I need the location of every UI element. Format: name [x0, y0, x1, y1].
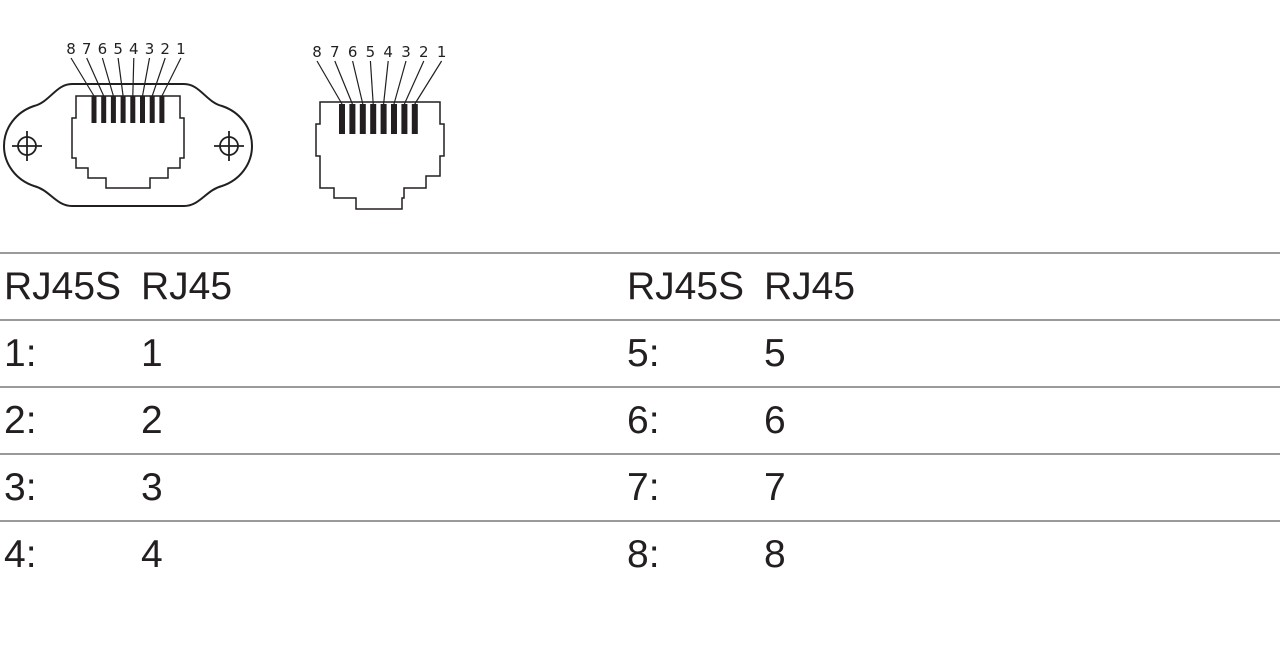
pin-leader-line — [132, 57, 135, 97]
pin-contact — [140, 96, 145, 123]
socket-flange-outline — [2, 83, 254, 207]
pin-contact — [339, 104, 345, 134]
pin-contact — [110, 96, 116, 123]
table-cell-left-jack-pin: 1 — [141, 332, 163, 375]
table-cell-right-socket-pin: 5: — [627, 332, 660, 375]
pin-number-label: 3 — [401, 43, 411, 61]
pin-leader-line — [151, 57, 166, 97]
pin-leader-line — [161, 57, 182, 97]
table-cell-right-socket-pin: 8: — [627, 533, 660, 576]
table-cell-right-socket-pin: 6: — [627, 399, 660, 442]
pin-contact — [359, 104, 366, 134]
pin-number-label: 5 — [366, 43, 376, 61]
pin-leader-line — [403, 60, 425, 105]
pin-contact — [130, 96, 136, 123]
pin-leader-line — [369, 60, 374, 105]
socket-pin-leaders — [70, 57, 182, 97]
pin-contact — [411, 104, 418, 134]
pin-leader-line — [316, 60, 343, 105]
pin-contact — [380, 104, 387, 134]
pin-number-label: 4 — [383, 43, 393, 61]
rj45-jack-diagram — [315, 101, 445, 210]
pin-leader-line — [86, 57, 105, 97]
pin-contact — [401, 104, 408, 134]
header-right-rj45s: RJ45S — [627, 265, 745, 308]
table-cell-left-jack-pin: 4 — [141, 533, 163, 576]
table-rule — [0, 453, 1280, 455]
pin-number-label: 4 — [129, 40, 139, 58]
table-cell-left-jack-pin: 3 — [141, 466, 163, 509]
pin-contact — [349, 104, 356, 134]
pin-contact — [120, 96, 126, 123]
header-left-rj45s: RJ45S — [4, 265, 122, 308]
table-cell-right-jack-pin: 8 — [764, 533, 786, 576]
pin-contact — [149, 96, 155, 123]
table-cell-right-socket-pin: 7: — [627, 466, 660, 509]
header-left-rj45: RJ45 — [141, 265, 233, 308]
pin-number-label: 6 — [98, 40, 108, 58]
header-right-rj45: RJ45 — [764, 265, 856, 308]
table-rule — [0, 319, 1280, 321]
pin-number-label: 5 — [113, 40, 123, 58]
table-rule — [0, 386, 1280, 388]
socket-port-outline — [71, 95, 185, 189]
pin-leader-line — [117, 57, 124, 97]
pin-number-label: 6 — [348, 43, 358, 61]
pin-leader-line — [383, 60, 389, 105]
pin-leader-line — [141, 57, 151, 97]
pin-leader-line — [414, 60, 443, 105]
pin-contact — [159, 96, 165, 123]
pin-number-label: 2 — [419, 43, 429, 61]
pin-leader-line — [334, 60, 353, 105]
pin-contact — [370, 104, 377, 134]
pin-number-label: 8 — [66, 40, 76, 58]
table-rule — [0, 520, 1280, 522]
table-cell-left-socket-pin: 3: — [4, 466, 37, 509]
jack-pin-leaders — [316, 60, 443, 105]
pin-number-label: 7 — [330, 43, 340, 61]
pinout-table: RJ45S RJ45 RJ45S RJ45 1: 1 5: 5 2: 2 6: … — [0, 252, 1280, 576]
pin-contact — [91, 96, 97, 123]
table-rule — [0, 252, 1280, 254]
table-cell-left-jack-pin: 2 — [141, 399, 163, 442]
pin-number-label: 7 — [82, 40, 92, 58]
pin-contact — [101, 96, 107, 123]
socket-pin-contacts — [91, 96, 165, 123]
jack-port-outline — [315, 101, 445, 210]
table-cell-left-socket-pin: 1: — [4, 332, 37, 375]
pin-leader-line — [393, 60, 407, 105]
table-cell-right-jack-pin: 6 — [764, 399, 786, 442]
pin-number-label: 1 — [176, 40, 186, 58]
pin-leader-line — [101, 57, 114, 97]
mounting-hole-left — [12, 131, 42, 161]
mounting-hole-right — [214, 131, 244, 161]
table-cell-right-jack-pin: 7 — [764, 466, 786, 509]
jack-pin-contacts — [339, 104, 418, 134]
pin-number-label: 2 — [160, 40, 170, 58]
pin-contact — [391, 104, 397, 134]
pin-leader-line — [70, 57, 95, 97]
rj45s-socket-diagram — [2, 83, 254, 207]
pin-leader-line — [352, 60, 364, 105]
table-cell-right-jack-pin: 5 — [764, 332, 786, 375]
table-cell-left-socket-pin: 4: — [4, 533, 37, 576]
pin-number-label: 3 — [145, 40, 155, 58]
table-cell-left-socket-pin: 2: — [4, 399, 37, 442]
pin-number-label: 1 — [437, 43, 447, 61]
pin-number-label: 8 — [312, 43, 322, 61]
